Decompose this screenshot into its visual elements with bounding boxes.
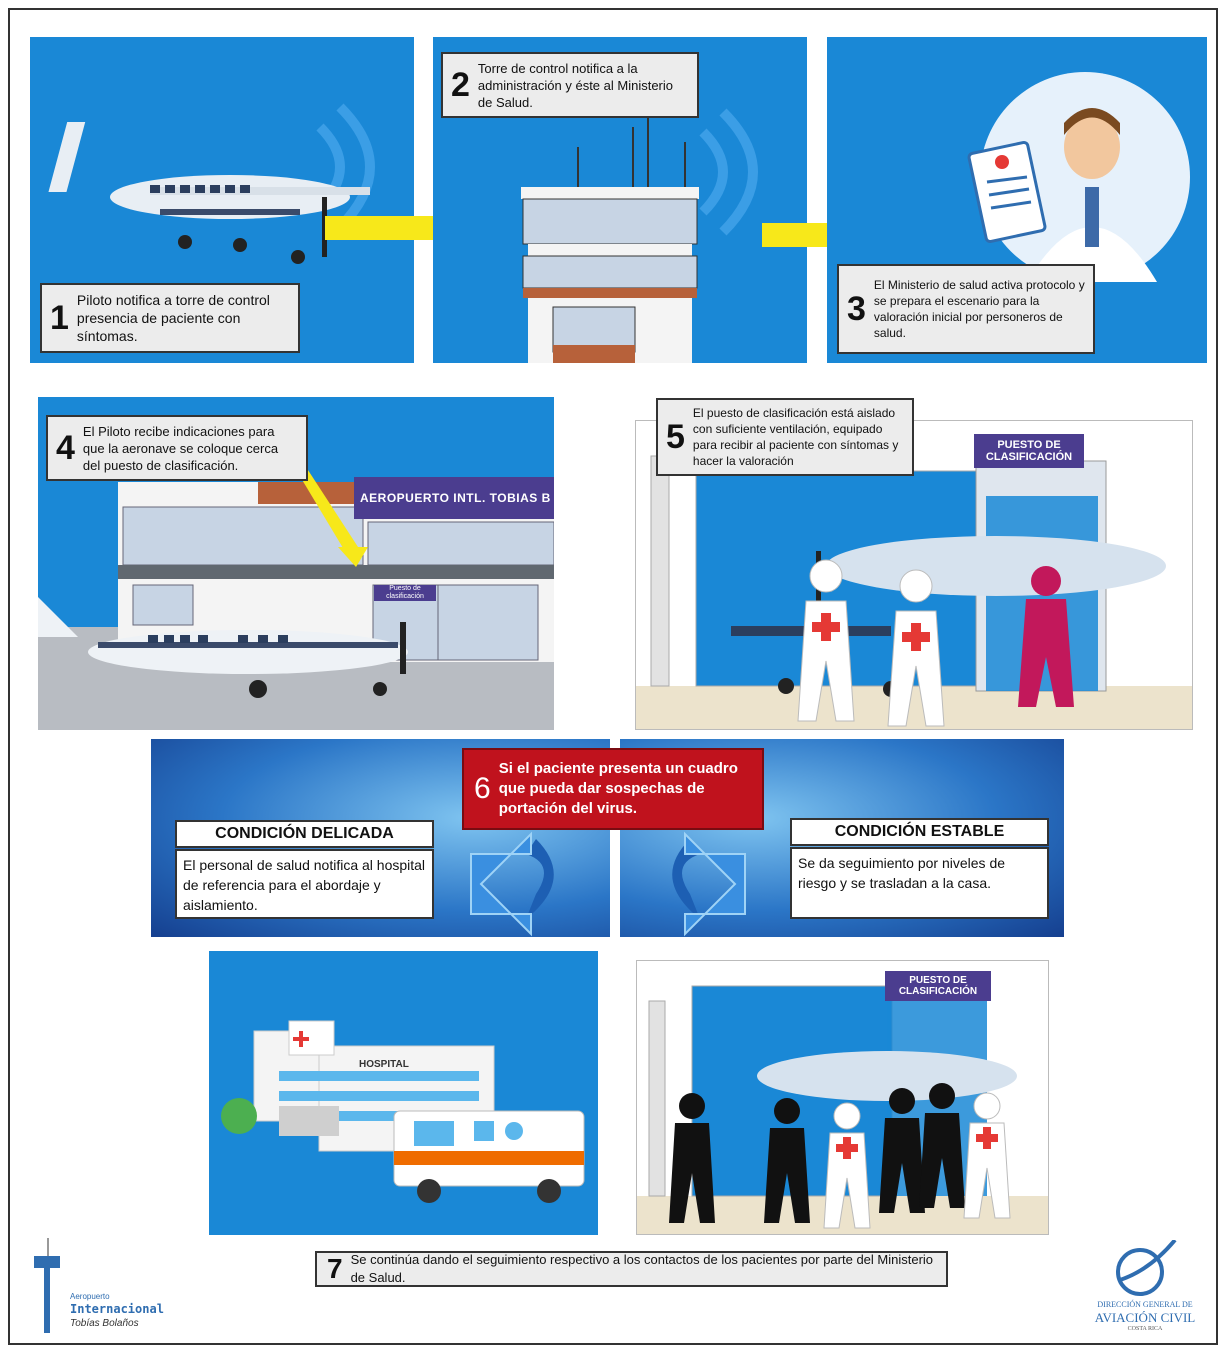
airport-sign: AEROPUERTO INTL. TOBIAS B (360, 491, 551, 505)
condicion-delicada-text: El personal de salud notifica al hospita… (175, 849, 434, 919)
step-5-text: El puesto de clasificación está aislado … (692, 406, 899, 468)
step-5-number: 5 (666, 418, 685, 456)
panel-condicion-delicada: CONDICIÓN DELICADA El personal de salud … (151, 739, 610, 937)
panel-step-3: 3 El Ministerio de salud activa protocol… (827, 37, 1207, 363)
condicion-delicada-title: CONDICIÓN DELICADA (175, 820, 434, 848)
step-1-number: 1 (50, 299, 69, 337)
step-6-number: 6 (474, 772, 491, 805)
dgac-line1: DIRECCIÓN GENERAL DE (1097, 1300, 1193, 1309)
step-3-text: El Ministerio de salud activa protocolo … (873, 278, 1085, 340)
airport-logo-line1: Aeropuerto (70, 1292, 110, 1301)
panel-hospital: HOSPITAL (209, 951, 598, 1235)
puesto-sign-2: PUESTO DE CLASIFICACIÓN (885, 971, 991, 1001)
panel-contacts: PUESTO DE CLASIFICACIÓN (636, 960, 1049, 1235)
puesto-small-sign: Puesto de clasificación (374, 585, 436, 601)
step-1-text: Piloto notifica a torre de control prese… (76, 292, 270, 344)
infographic-frame (8, 8, 1218, 1345)
step-1-callout: 1 Piloto notifica a torre de control pre… (40, 283, 300, 353)
step-6-text: Si el paciente presenta un cuadro que pu… (498, 760, 738, 817)
step-4-text: El Piloto recibe indicaciones para que l… (82, 423, 279, 473)
puesto-sign: PUESTO DE CLASIFICACIÓN (974, 434, 1084, 468)
step-7-callout: 7 Se continúa dando el seguimiento respe… (315, 1251, 948, 1287)
contacts-room-illustration (637, 981, 1048, 1234)
hospital-sign: HOSPITAL (359, 1059, 409, 1070)
airport-logo-line2: Internacional (70, 1302, 164, 1316)
control-tower-logo-icon (34, 1238, 60, 1333)
step-2-callout: 2 Torre de control notifica a la adminis… (441, 52, 699, 118)
dgac-line3: COSTA RICA (1127, 1326, 1163, 1332)
step-3-number: 3 (847, 290, 866, 328)
airport-terminal-illustration (38, 467, 554, 730)
step-2-text: Torre de control notifica a la administr… (477, 60, 673, 110)
step-3-callout: 3 El Ministerio de salud activa protocol… (837, 264, 1095, 354)
step-6-alert: 6 Si el paciente presenta un cuadro que … (462, 748, 764, 830)
dgac-logo: DIRECCIÓN GENERAL DE AVIACIÓN CIVIL COST… (1080, 1240, 1210, 1335)
plane-illustration (48, 103, 375, 264)
doctor-illustration (967, 72, 1190, 282)
curved-arrow-right-icon (672, 831, 746, 937)
step-4-callout: 4 El Piloto recibe indicaciones para que… (46, 415, 308, 481)
control-tower-illustration (521, 107, 758, 363)
dgac-emblem-icon (1116, 1240, 1177, 1296)
dgac-line2: AVIACIÓN CIVIL (1094, 1310, 1196, 1325)
panel-step-4: AEROPUERTO INTL. TOBIAS B Puesto de clas… (38, 397, 554, 730)
panel-step-2: 2 Torre de control notifica a la adminis… (433, 37, 807, 363)
condicion-estable-text: Se da seguimiento por niveles de riesgo … (790, 847, 1049, 919)
airport-logo: Aeropuerto Internacional Tobías Bolaños (28, 1228, 178, 1338)
step-5-callout: 5 El puesto de clasificación está aislad… (656, 398, 914, 476)
triage-room-illustration (636, 455, 1192, 729)
step-2-number: 2 (451, 66, 470, 104)
panel-step-1: 1 Piloto notifica a torre de control pre… (30, 37, 414, 363)
condicion-estable-title: CONDICIÓN ESTABLE (790, 818, 1049, 846)
step-4-number: 4 (56, 429, 75, 467)
step-7-number: 7 (327, 1253, 343, 1284)
step-7-text: Se continúa dando el seguimiento respect… (350, 1252, 934, 1285)
curved-arrow-left-icon (470, 831, 554, 937)
panel-step-5: PUESTO DE CLASIFICACIÓN (635, 420, 1193, 730)
hospital-ambulance-illustration (221, 1020, 585, 1203)
airport-logo-line3: Tobías Bolaños (70, 1318, 139, 1329)
